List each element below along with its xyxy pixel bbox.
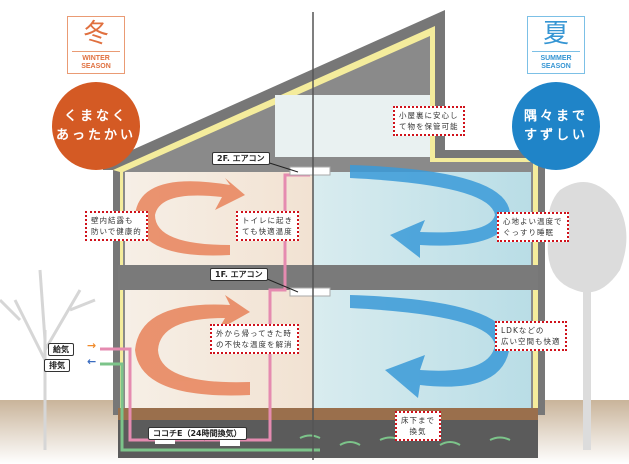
ac-unit-1f xyxy=(289,287,331,297)
winter-label-2: SEASON xyxy=(81,63,111,70)
note-ldk: LDKなどの 広い空間も快適 xyxy=(495,321,567,351)
tree-left xyxy=(0,269,96,450)
ventilation-unit-label: ココチE（24時間換気） xyxy=(148,427,247,440)
floor-slab xyxy=(118,265,538,290)
ducts xyxy=(100,173,320,452)
note-sleep: 心地よい温度で ぐっすり睡眠 xyxy=(497,212,569,242)
warm-airflow-arrows xyxy=(135,178,250,396)
supply-air-label: 給気 xyxy=(48,343,74,356)
cool-airflow-arrows xyxy=(350,165,510,398)
note-attic: 小屋裏に安心し て物を保管可能 xyxy=(393,106,465,136)
summer-tagline: 隅々まで すずしい xyxy=(512,82,600,170)
winter-tagline: くまなく あったかい xyxy=(52,82,140,170)
summer-label-2: SEASON xyxy=(541,63,571,70)
supply-arrow-icon: → xyxy=(87,339,97,352)
note-wall-condensation: 壁内結露も 防いで健康的 xyxy=(85,211,148,241)
note-toilet: トイレに起き ても快適温度 xyxy=(236,211,299,241)
winter-season-badge: 冬 WINTER SEASON xyxy=(67,16,125,74)
note-underfloor: 床下まで 換気 xyxy=(395,411,441,441)
winter-label-1: WINTER xyxy=(82,55,110,62)
summer-season-badge: 夏 SUMMER SEASON xyxy=(527,16,585,74)
ac-2f-label: 2F. エアコン xyxy=(212,152,270,165)
summer-label-1: SUMMER xyxy=(540,55,572,62)
exhaust-air-label: 排気 xyxy=(44,359,70,372)
ac-1f-label: 1F. エアコン xyxy=(210,268,268,281)
winter-kanji: 冬 xyxy=(82,19,109,49)
underfloor-airflow-arrows xyxy=(299,434,511,446)
summer-kanji: 夏 xyxy=(542,19,569,49)
tree-right xyxy=(547,182,627,450)
note-return-home: 外から帰ってきた時 の不快な温度を解消 xyxy=(210,324,299,354)
ac-unit-2f xyxy=(289,166,331,176)
exhaust-arrow-icon: ← xyxy=(87,355,97,368)
